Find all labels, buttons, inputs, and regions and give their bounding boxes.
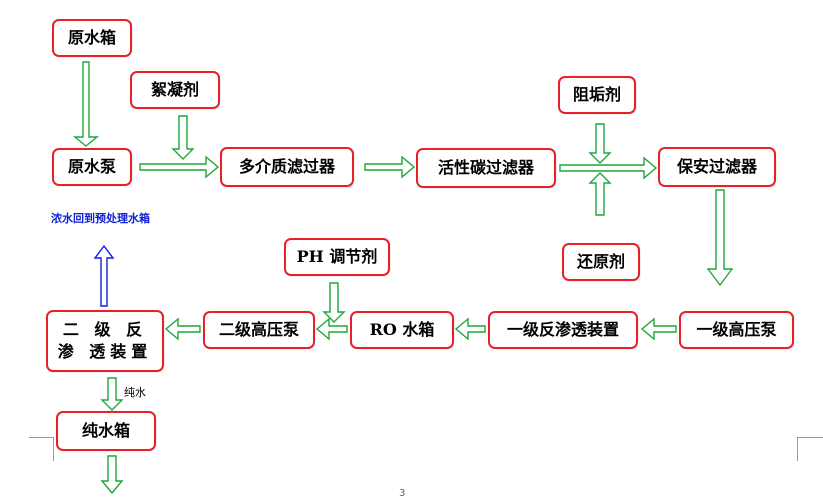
ph-adjuster-box: PH 调节剂	[284, 238, 390, 276]
arrow-stage2-pump-to-ro	[164, 317, 201, 341]
crop-mark-left-vertical	[53, 437, 54, 461]
arrow-tank-to-pump	[73, 61, 99, 147]
ro-water-tank-box: RO 水箱	[350, 311, 454, 349]
flocculant-box: 絮凝剂	[130, 71, 220, 109]
security-filter-box: 保安过滤器	[658, 147, 776, 187]
pure-water-tank-label: 纯水箱	[81, 421, 130, 441]
multimedia-filter-box: 多介质滤过器	[220, 147, 354, 187]
arrow-pump-to-multimedia	[139, 155, 220, 179]
stage1-high-pressure-pump-box: 一级高压泵	[679, 311, 794, 349]
stage1-reverse-osmosis-box: 一级反渗透装置	[488, 311, 638, 349]
reducing-agent-label: 还原剂	[576, 252, 625, 272]
stage2-high-pressure-pump-box: 二级高压泵	[203, 311, 315, 349]
ro-water-tank-label: RO 水箱	[369, 320, 435, 340]
stage2-reverse-osmosis-box: 二 级 反 渗 透装置	[46, 310, 164, 372]
security-filter-label: 保安过滤器	[676, 157, 757, 177]
page-number: 3	[399, 488, 406, 499]
scale-inhibitor-box: 阻垢剂	[558, 76, 636, 114]
raw-water-tank-box: 原水箱	[52, 19, 132, 57]
crop-mark-left-horizontal	[29, 437, 53, 438]
arrow-carbon-to-security	[559, 156, 658, 180]
raw-water-pump-box: 原水泵	[52, 148, 132, 186]
arrow-ph-down	[322, 282, 346, 323]
arrow-flocculant-down	[171, 115, 195, 160]
activated-carbon-filter-label: 活性碳过滤器	[437, 158, 534, 178]
crop-mark-right-vertical	[797, 437, 798, 461]
flocculant-label: 絮凝剂	[150, 80, 199, 100]
multimedia-filter-label: 多介质滤过器	[238, 157, 335, 177]
arrow-multimedia-to-carbon	[364, 155, 416, 179]
stage2-reverse-osmosis-label: 二 级 反 渗 透装置	[57, 320, 153, 361]
arrow-ro-to-pure-water	[100, 377, 124, 411]
arrow-pure-water-out	[100, 455, 124, 495]
arrow-tank-to-stage2-pump	[315, 317, 348, 341]
pure-water-tank-box: 纯水箱	[56, 411, 156, 451]
activated-carbon-filter-box: 活性碳过滤器	[416, 148, 556, 188]
arrow-stage1-pump-to-ro	[640, 317, 677, 341]
scale-inhibitor-label: 阻垢剂	[572, 85, 621, 105]
arrow-scale-inhibitor-down	[588, 123, 612, 164]
reducing-agent-box: 还原剂	[562, 243, 640, 281]
arrow-reducing-agent-up	[588, 172, 612, 216]
concentrate-return-note: 浓水回到预处理水箱	[51, 212, 150, 225]
ph-adjuster-label: PH 调节剂	[296, 247, 378, 267]
arrow-security-to-stage1-pump	[706, 189, 734, 287]
stage2-high-pressure-pump-label: 二级高压泵	[218, 320, 299, 340]
crop-mark-right-horizontal	[797, 437, 823, 438]
arrow-concentrate-return	[93, 244, 115, 307]
stage1-high-pressure-pump-label: 一级高压泵	[696, 320, 777, 340]
stage1-reverse-osmosis-label: 一级反渗透装置	[506, 320, 619, 340]
raw-water-pump-label: 原水泵	[67, 157, 116, 177]
pure-water-note: 纯水	[124, 386, 146, 399]
arrow-stage1-ro-to-tank	[454, 317, 486, 341]
raw-water-tank-label: 原水箱	[67, 28, 116, 48]
